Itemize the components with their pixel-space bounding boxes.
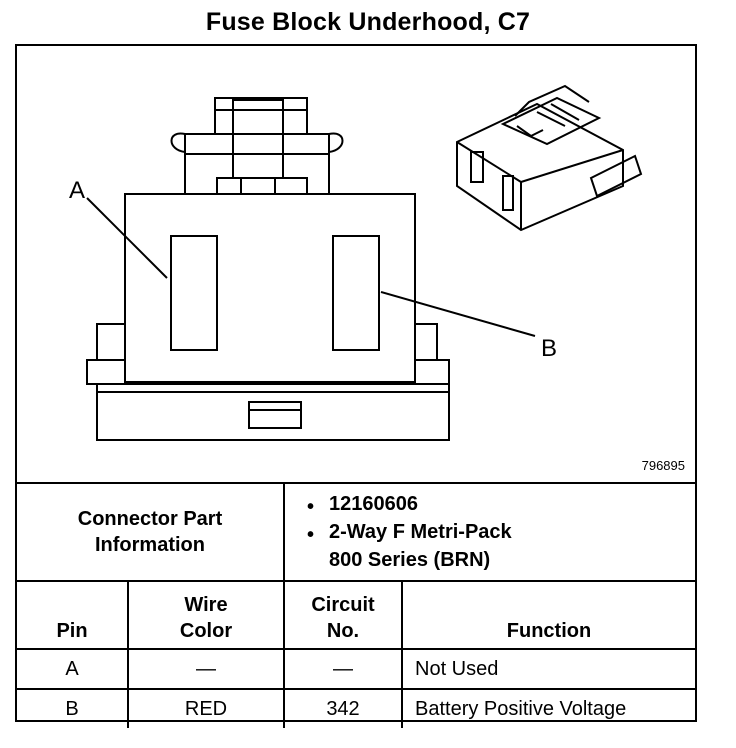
cell-pin: B	[17, 688, 129, 728]
connector-series: 800 Series (BRN)	[329, 549, 491, 571]
callout-b-label: B	[541, 335, 557, 362]
page-title: Fuse Block Underhood, C7	[205, 8, 531, 36]
connector-drawing: A B	[69, 84, 643, 441]
connector-info-label-line2: Information	[95, 534, 205, 556]
connector-body	[124, 193, 416, 383]
cell-circuit: —	[283, 648, 403, 690]
cell-wire-color: —	[127, 648, 285, 690]
connector-type: 2-Way F Metri-Pack	[329, 521, 512, 543]
connector-info-row: Connector Part Information 12160606 2-Wa…	[17, 482, 695, 582]
cell-function: Battery Positive Voltage	[401, 688, 695, 728]
cavity-b	[332, 235, 380, 351]
table-row: B RED 342 Battery Positive Voltage	[17, 688, 695, 728]
cell-circuit: 342	[283, 688, 403, 728]
connector-iso-view	[456, 84, 643, 232]
pinout-table: Connector Part Information 12160606 2-Wa…	[17, 482, 695, 728]
connector-info-label: Connector Part Information	[17, 482, 285, 582]
header-pin: Pin	[17, 580, 129, 650]
connector-info-items: 12160606 2-Way F Metri-Pack 800 Series (…	[283, 482, 695, 582]
latch-outline	[184, 97, 330, 194]
cell-wire-color: RED	[127, 688, 285, 728]
connector-face-view	[86, 97, 450, 441]
connector-base	[96, 383, 450, 441]
header-function: Function	[401, 580, 695, 650]
cell-function: Not Used	[401, 648, 695, 690]
part-number: 12160606	[329, 493, 418, 515]
cell-pin: A	[17, 648, 129, 690]
connector-frame: A B 796895 Connector Part Information 12…	[15, 44, 697, 728]
figure-number: 796895	[641, 458, 685, 473]
callout-a-label: A	[69, 177, 85, 204]
cavity-a	[170, 235, 218, 351]
callout-a-leader	[86, 197, 168, 279]
table-row: A — — Not Used	[17, 648, 695, 690]
connector-info-label-line1: Connector Part	[77, 508, 223, 530]
callout-b-leader	[380, 291, 536, 337]
